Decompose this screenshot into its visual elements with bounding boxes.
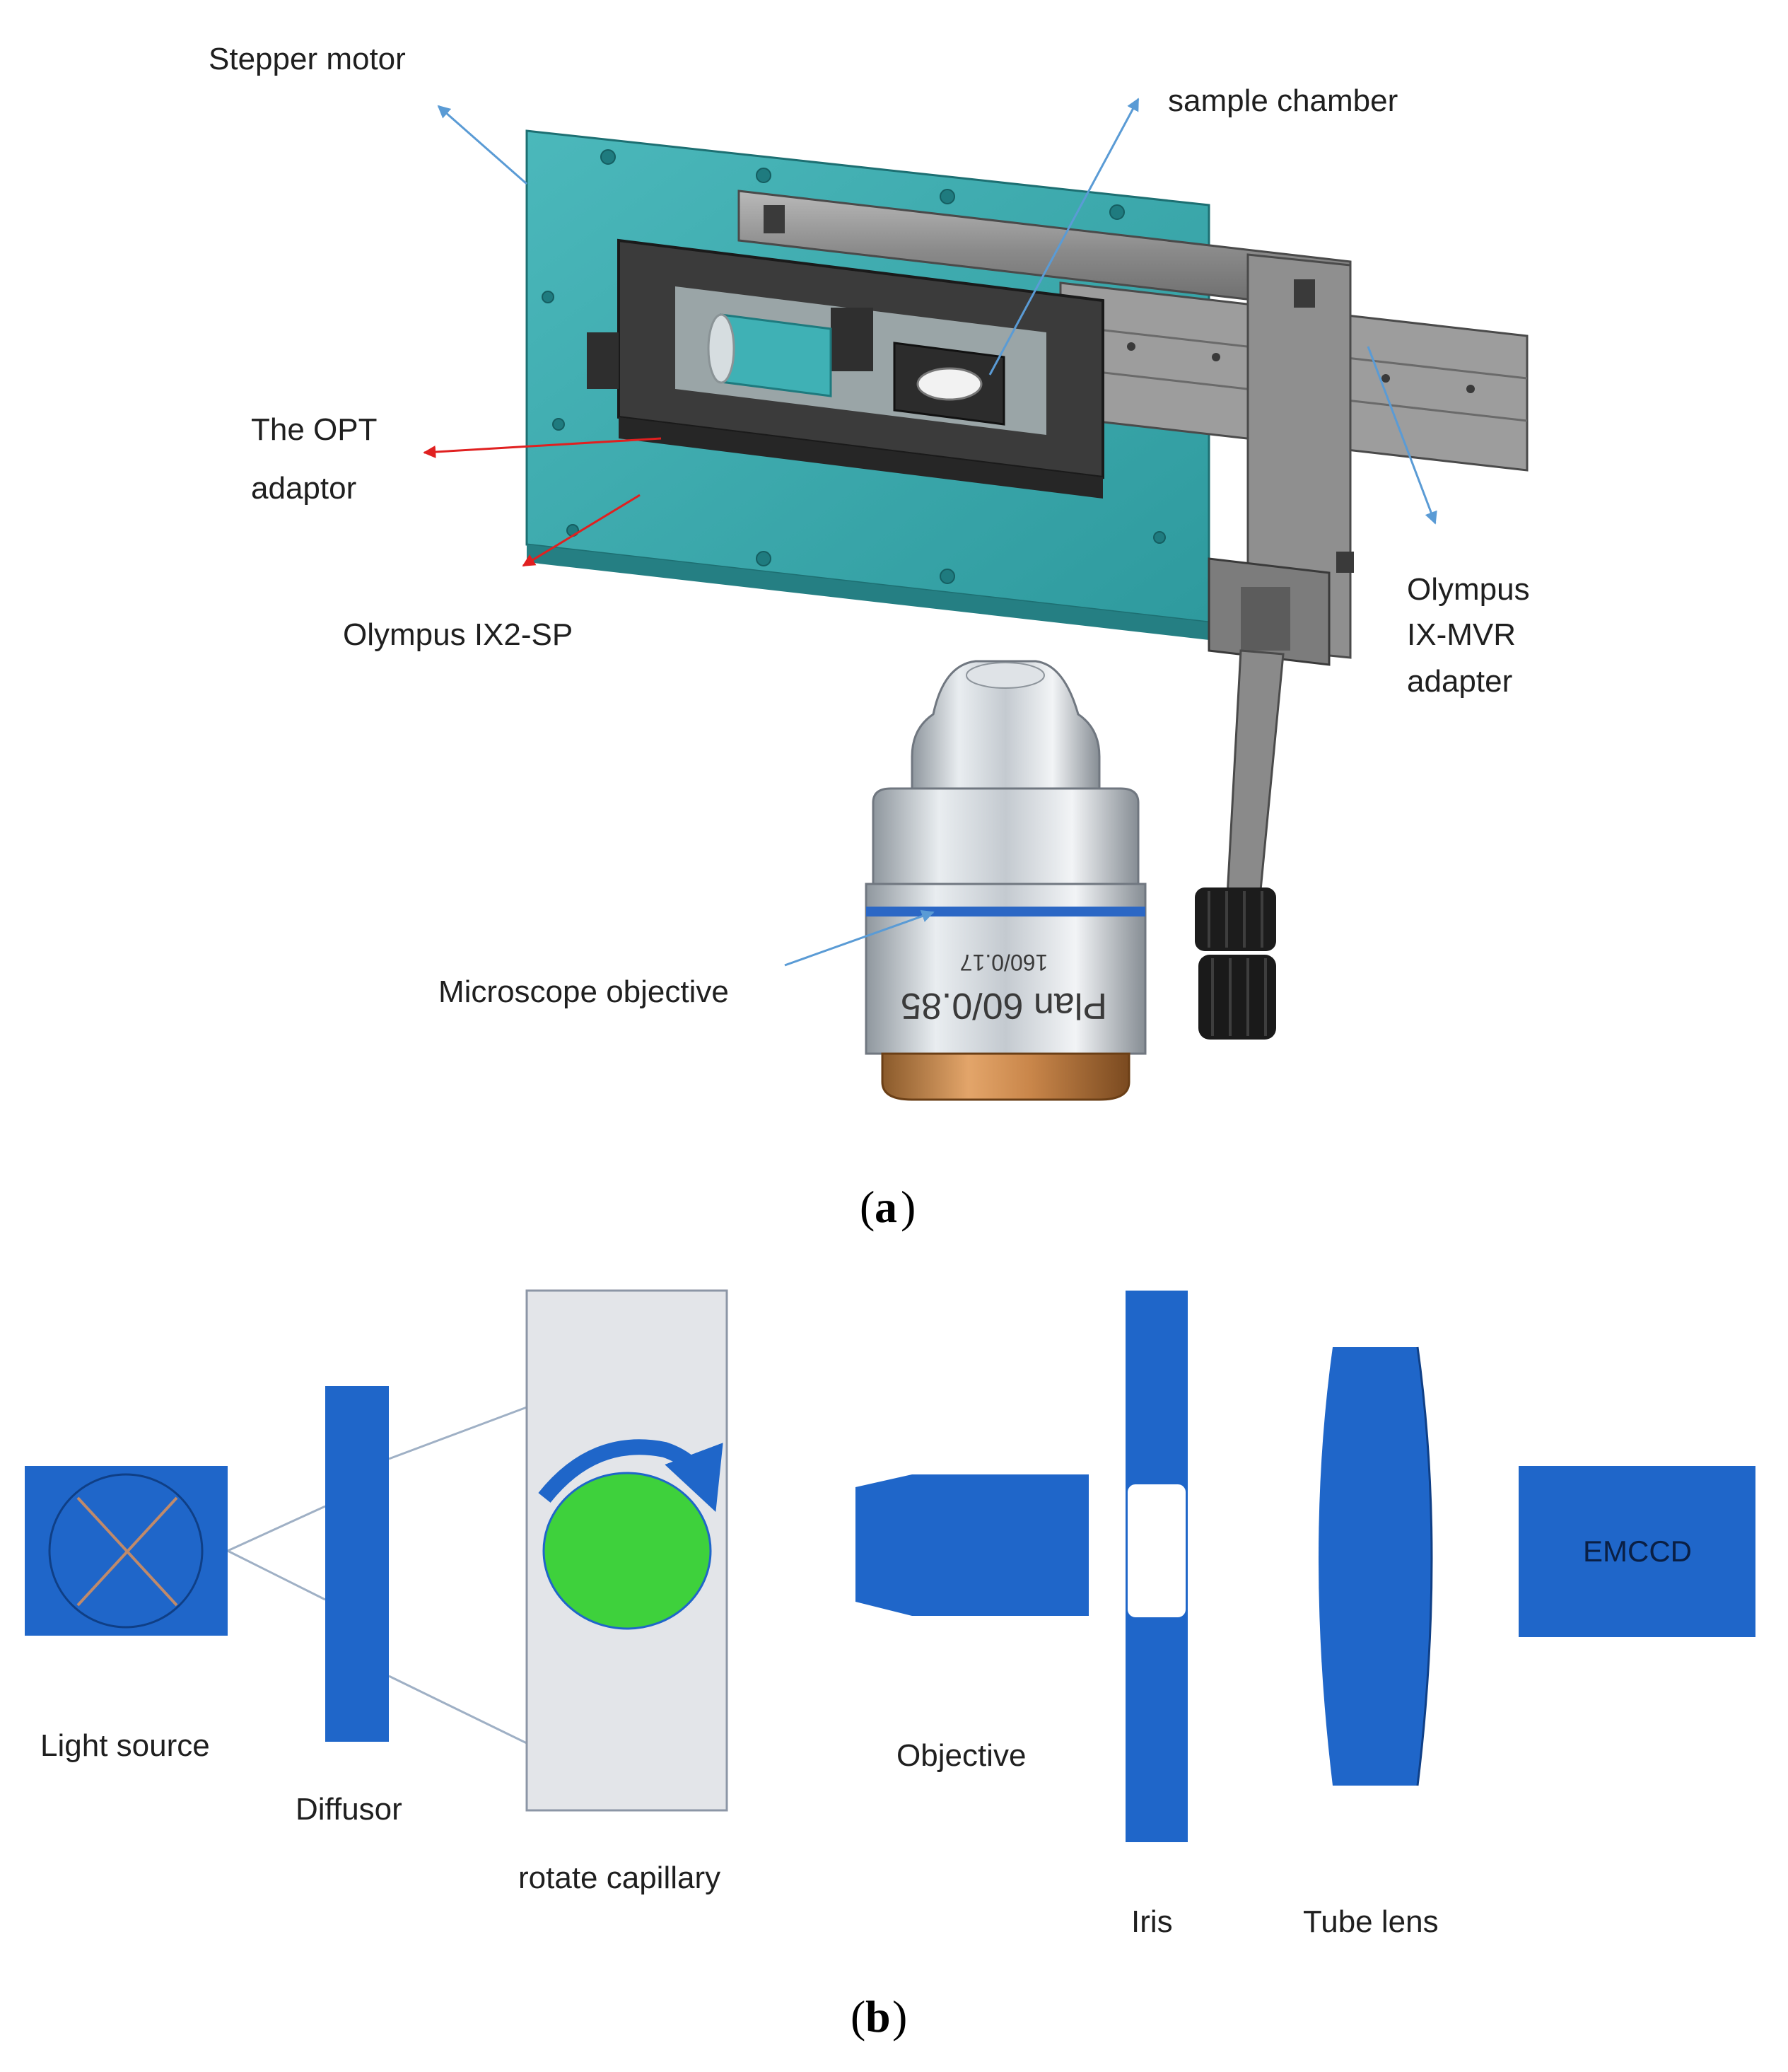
label-microscope-objective: Microscope objective (438, 974, 729, 1009)
svg-text:Plan 60/0.85: Plan 60/0.85 (901, 985, 1107, 1026)
label-olympus-ixmvr-line2: IX-MVR (1407, 617, 1516, 652)
panel-a: Plan 60/0.85 160/0.17 Stepper motor samp… (209, 42, 1530, 1232)
svg-text:): ) (892, 1991, 907, 2042)
svg-text:b: b (865, 1991, 891, 2042)
microscope-objective: Plan 60/0.85 160/0.17 (865, 660, 1147, 1101)
svg-text:(: ( (851, 1991, 865, 2042)
objective-engraving: Plan 60/0.85 160/0.17 (901, 950, 1107, 1026)
objective (855, 1474, 1089, 1616)
svg-text:): ) (901, 1182, 916, 1232)
label-olympus-ixmvr-line3: adapter (1407, 664, 1512, 699)
label-sample-chamber: sample chamber (1168, 83, 1398, 118)
panel-b: EMCCD Light source Diffusor rotate capil… (25, 1289, 1755, 2042)
label-opt-adaptor-line1: The OPT (251, 412, 378, 447)
emccd: EMCCD (1519, 1466, 1755, 1637)
svg-text:(: ( (860, 1182, 875, 1232)
rotate-capillary (525, 1289, 728, 1812)
iris (1126, 1291, 1188, 1842)
tube-lens (1319, 1346, 1433, 1786)
label-rotate-capillary: rotate capillary (518, 1861, 720, 1895)
label-opt-adaptor-line2: adaptor (251, 471, 356, 506)
label-olympus-ix2sp: Olympus IX2-SP (343, 617, 573, 652)
svg-text:a: a (875, 1182, 897, 1232)
olympus-ixmvr-adapter (737, 190, 1529, 1040)
label-diffusor: Diffusor (296, 1792, 402, 1827)
label-objective: Objective (896, 1738, 1026, 1773)
label-stepper-motor: Stepper motor (209, 42, 406, 76)
light-source (25, 1466, 228, 1636)
panel-a-caption: ( a ) (860, 1182, 916, 1232)
rotation-arrow-icon (538, 1439, 723, 1512)
label-light-source: Light source (40, 1728, 210, 1763)
panel-b-caption: ( b ) (851, 1991, 907, 2042)
svg-text:160/0.17: 160/0.17 (960, 950, 1048, 975)
sample-chamber (893, 342, 1005, 426)
label-iris: Iris (1131, 1904, 1173, 1939)
panel-a-pointers (423, 98, 1437, 967)
label-olympus-ixmvr-line1: Olympus (1407, 572, 1530, 607)
focus-knob (1195, 887, 1276, 1040)
svg-text:EMCCD: EMCCD (1583, 1535, 1692, 1568)
label-tube-lens: Tube lens (1303, 1904, 1439, 1939)
stepper-motor (707, 313, 832, 397)
diffusor (325, 1386, 389, 1742)
light-rays (227, 1406, 527, 1745)
